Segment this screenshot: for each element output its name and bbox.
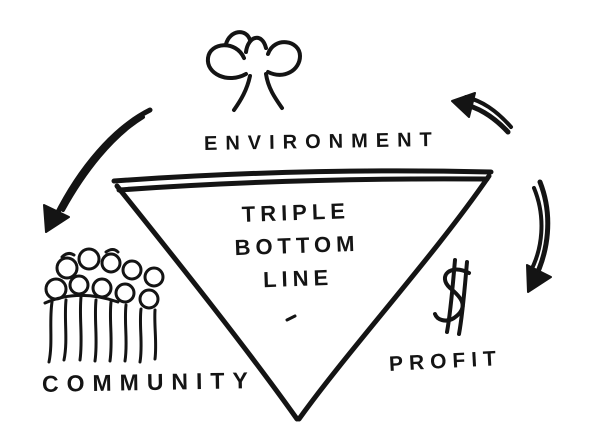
community-label: COMMUNITY [41,367,257,397]
crowd-icon [43,247,165,364]
dollar-icon [433,258,471,336]
arrow-right-curved-icon [526,179,552,293]
triangle-title: TRIPLE BOTTOM LINE [220,193,373,297]
triangle-title-line-3: LINE [262,264,334,293]
environment-label: ENVIRONMENT [203,128,440,156]
arrow-top-right-curved-icon [451,92,513,135]
triangle-title-line-1: TRIPLE [241,198,351,227]
tree-icon [205,30,302,112]
triangle-shape [111,168,494,422]
triangle-title-line-2: BOTTOM [234,230,360,261]
arrow-left-curved-icon [43,107,153,233]
